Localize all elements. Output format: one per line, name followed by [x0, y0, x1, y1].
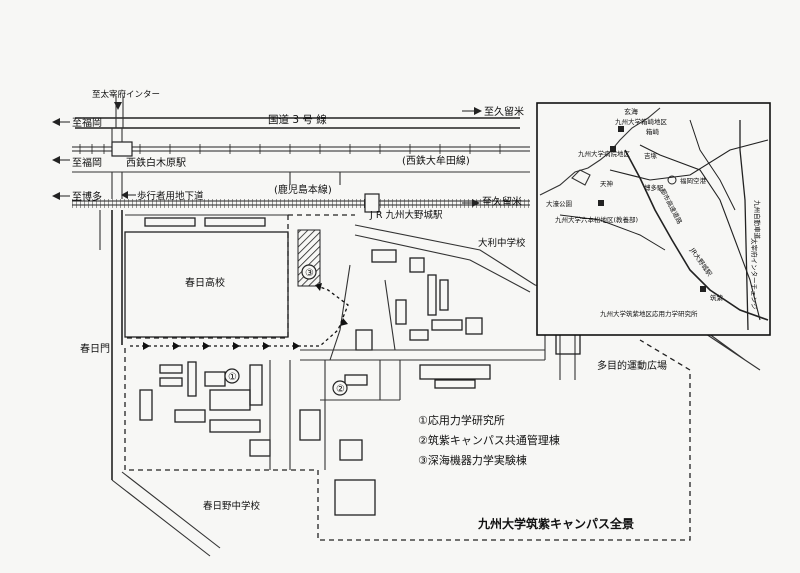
walking-route: [130, 283, 349, 350]
label-nishitetsu-station: 西鉄白木原駅: [126, 156, 186, 169]
legend-item-3: ③深海機器力学実験棟: [418, 453, 527, 467]
label-national-route: 国道 3 号 線: [268, 113, 327, 126]
marker-1: ①: [228, 372, 237, 383]
legend-item-2: ②筑紫キャンパス共通管理棟: [418, 433, 560, 447]
marker-3: ③: [305, 268, 314, 279]
legend-item-1: ①応用力学研究所: [418, 413, 505, 427]
arrow-underpass: [121, 191, 136, 199]
arrow-to-hakata: [52, 192, 70, 200]
inset-label-kyudai-hospital: 九州大学病院地区: [578, 149, 631, 158]
inset-label-kyudai-hakozaki: 九州大学箱崎地区: [615, 117, 668, 126]
inset-label-dazaifu-ic: 太宰府インターチェンジ: [750, 238, 759, 310]
label-kasugano-jhs: 春日野中学校: [203, 500, 261, 512]
inset-label-tsukushi-campus: 筑紫: [710, 293, 724, 302]
label-kagoshima-line: (鹿児島本線): [274, 183, 332, 196]
label-omuta-line: (西鉄大牟田線): [402, 154, 470, 167]
inset-label-tsukushi: 九州大学筑紫地区応用力学研究所: [600, 309, 698, 318]
label-to-fukuoka-top: 至福岡: [72, 116, 102, 129]
inset-label-expressway: 九州自動車道: [753, 200, 762, 240]
label-to-hakata: 至博多: [72, 190, 102, 203]
label-underpass: 歩行者用地下道: [137, 190, 204, 202]
kasuga-high-school-block: [124, 231, 289, 338]
inset-label-genkai: 玄海: [624, 107, 638, 116]
inset-label-ropponmatsu: 九州大学六本松地区(教養部): [555, 215, 638, 224]
campus-buildings-south: [139, 360, 491, 516]
label-to-kurume-top: 至久留米: [484, 105, 524, 118]
inset-map: 玄海 九州大学箱崎地区 箱崎 九州大学病院地区 吉塚 福岡空港 博多駅 天神 大…: [536, 102, 771, 336]
label-kasuga-gate: 春日門: [80, 343, 110, 355]
inset-label-hakozaki: 箱崎: [646, 127, 660, 136]
label-kasuga-hs: 春日高校: [185, 276, 225, 289]
label-jr-station: J R 九州大野城駅: [369, 209, 443, 221]
inset-label-tenjin: 天神: [600, 179, 613, 188]
campus-boundary: [124, 214, 691, 541]
left-roads: [99, 128, 221, 557]
arrow-to-fukuoka-top: [52, 118, 70, 126]
campus-title: 九州大学筑紫キャンパス全景: [477, 516, 634, 531]
inset-label-ohori-park: 大濠公園: [546, 199, 572, 208]
nishitetsu-omuta-line: [72, 141, 530, 157]
label-to-fukuoka-mid: 至福岡: [72, 156, 102, 169]
inset-label-airport: 福岡空港: [680, 176, 707, 185]
label-to-kurume-mid: 至久留米: [482, 195, 522, 208]
label-dazaifu-ic: 至太宰府インター: [92, 89, 160, 100]
arrow-to-kurume-mid: [462, 199, 480, 207]
inset-label-yoshizuka: 吉塚: [644, 151, 658, 160]
marker-2: ②: [336, 384, 345, 395]
label-sports-field: 多目的運動広場: [597, 359, 667, 372]
legend: ①応用力学研究所 ②筑紫キャンパス共通管理棟 ③深海機器力学実験棟: [418, 413, 560, 467]
inset-label-hakata-station: 博多駅: [644, 183, 664, 192]
jr-kagoshima-line: [72, 193, 530, 213]
arrow-to-kurume-top: [462, 107, 482, 115]
arrow-to-fukuoka-mid: [52, 156, 70, 164]
label-ohtoshi-jhs: 大利中学校: [478, 237, 526, 249]
national-route-3: [75, 96, 520, 129]
